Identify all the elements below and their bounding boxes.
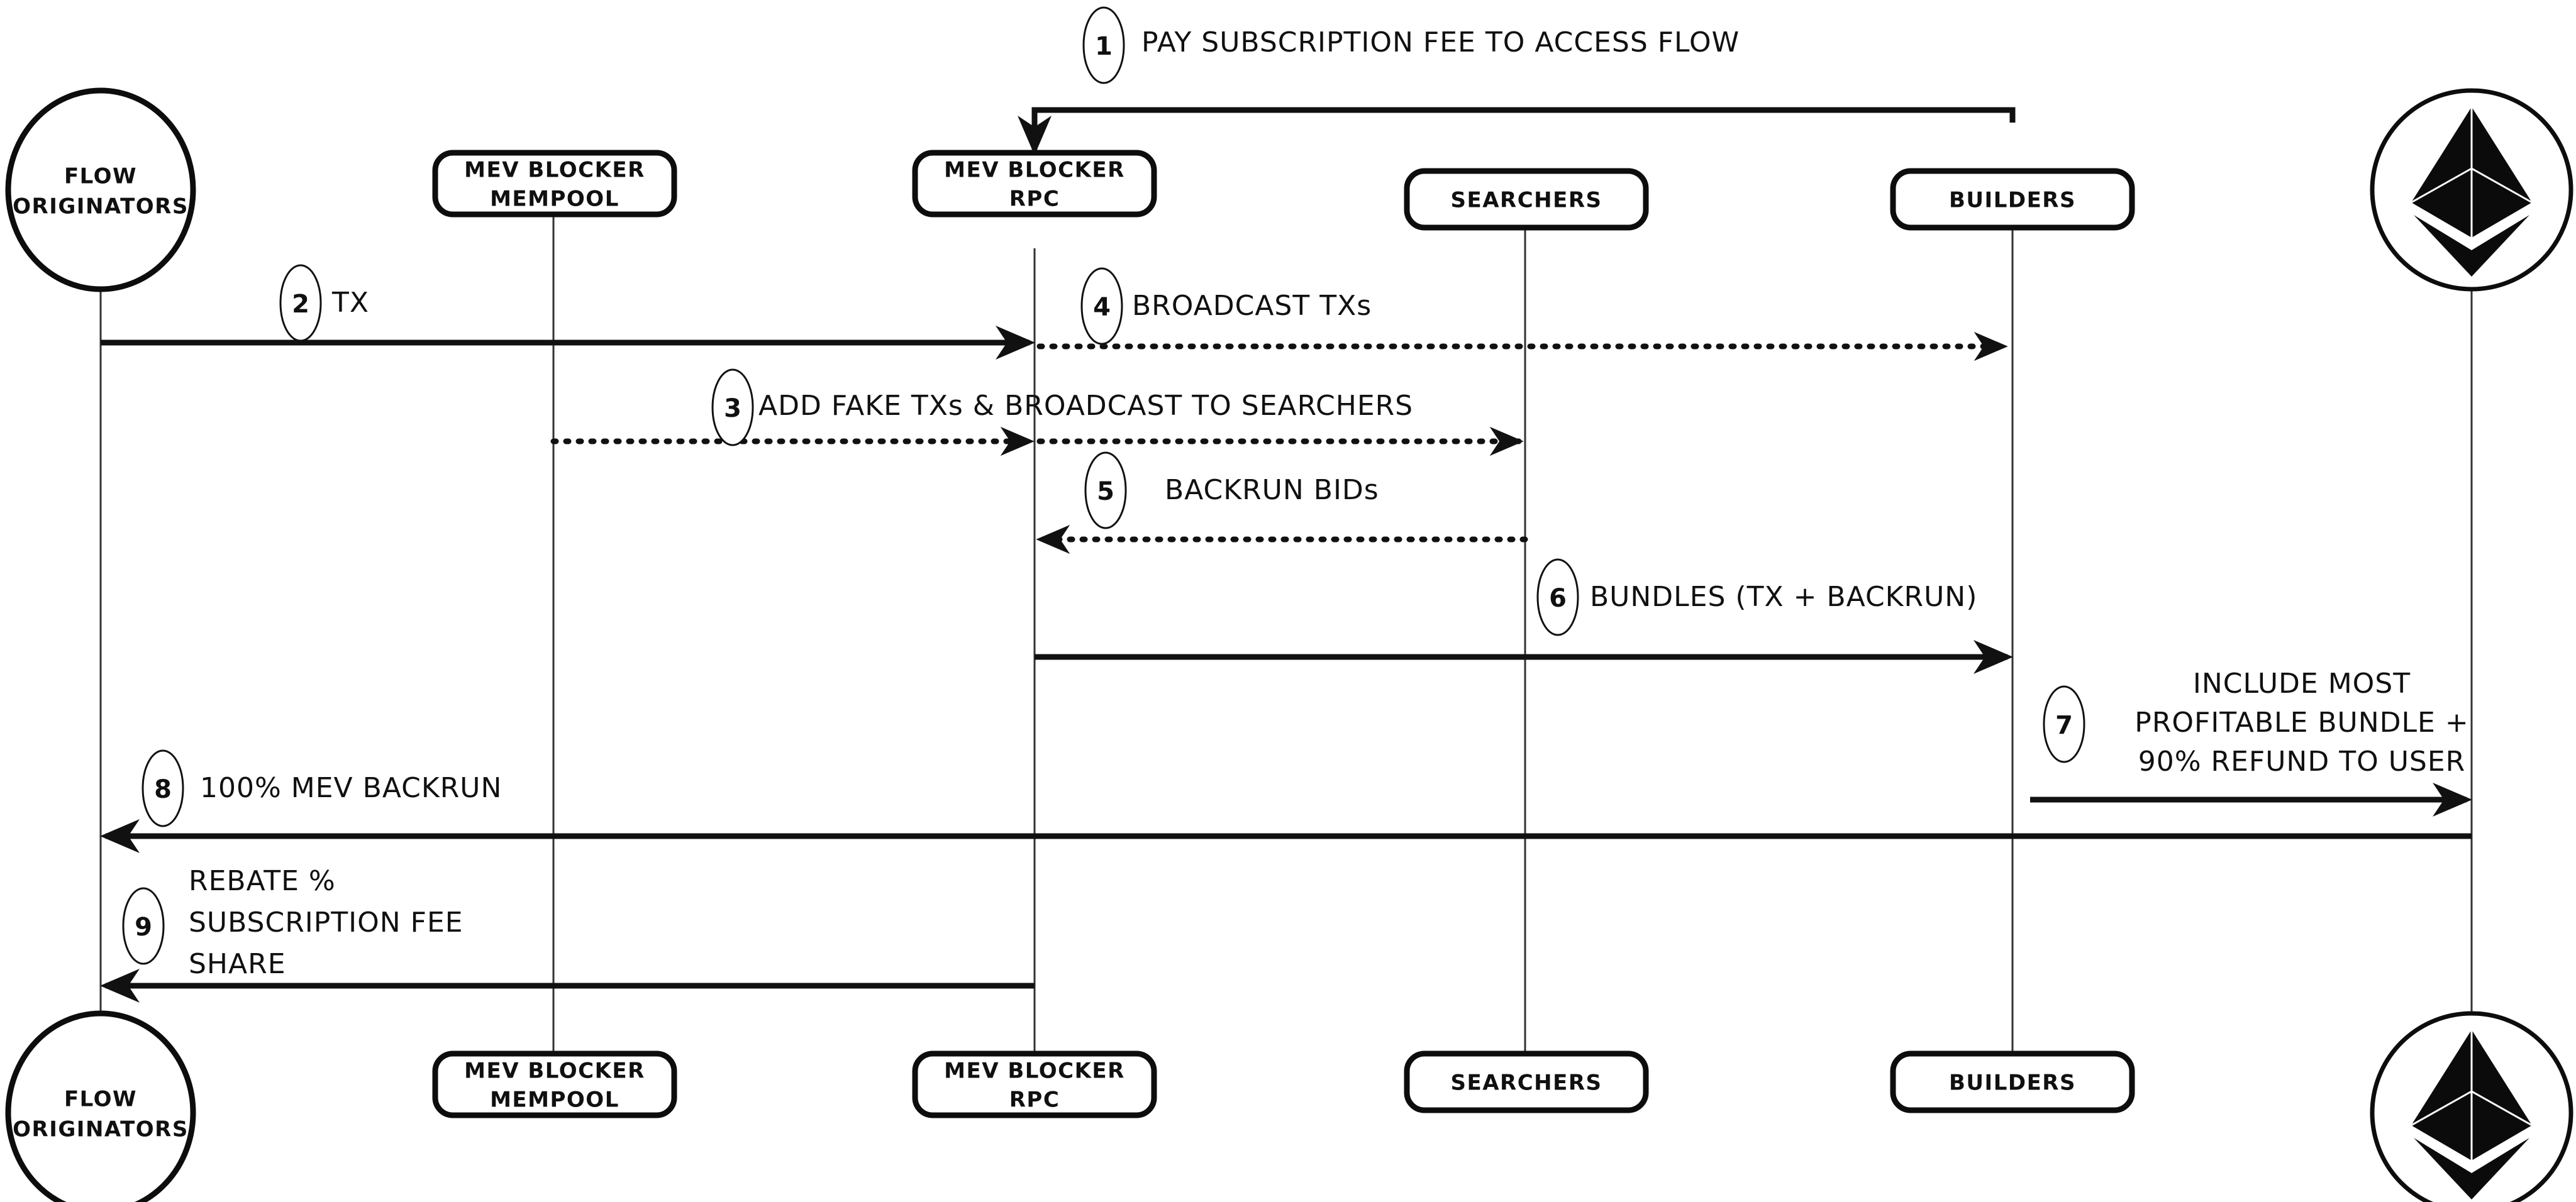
- participant-flow-originators-bottom[interactable]: FLOW ORIGINATORS: [5, 1010, 196, 1202]
- participant-ethereum-top[interactable]: [2370, 88, 2573, 292]
- message-label-step-9: REBATE % SUBSCRIPTION FEE SHARE: [189, 865, 464, 980]
- step-marker-1: 1: [1082, 6, 1125, 84]
- step-marker-2: 2: [279, 264, 322, 342]
- searchers-shape: [1404, 168, 1649, 231]
- step-marker-1-number: 1: [1095, 32, 1113, 61]
- message-label-step-7-line-1: INCLUDE MOST: [2193, 668, 2411, 700]
- step-marker-4-number: 4: [1093, 293, 1111, 322]
- lifelines: [99, 182, 2473, 1054]
- step-marker-6: 6: [1536, 558, 1579, 636]
- participant-ethereum-bottom[interactable]: [2370, 1011, 2573, 1202]
- ethereum-logo-icon-bottom: [2411, 1030, 2533, 1199]
- step-marker-2-number: 2: [292, 290, 309, 319]
- participant-flow-originators-top[interactable]: FLOW ORIGINATORS: [5, 87, 196, 292]
- step-marker-4: 4: [1080, 267, 1123, 345]
- flow-originators-shape-bottom: [5, 1010, 196, 1202]
- builders-label-bottom: BUILDERS: [1949, 1071, 2076, 1096]
- mev-blocker-rpc-label-line1: MEV BLOCKER: [944, 158, 1125, 183]
- mev-blocker-mempool-label-line1: MEV BLOCKER: [464, 158, 645, 183]
- flow-originators-label-line2: ORIGINATORS: [13, 194, 189, 219]
- mev-blocker-rpc-shape-bottom: [912, 1050, 1157, 1118]
- message-label-step-8: 100% MEV BACKRUN: [200, 772, 502, 804]
- mev-blocker-mempool-shape: [432, 150, 677, 218]
- participant-mev-blocker-mempool-top[interactable]: MEV BLOCKER MEMPOOL: [432, 150, 677, 218]
- message-label-step-7: INCLUDE MOST PROFITABLE BUNDLE + 90% REF…: [2135, 668, 2468, 778]
- message-label-step-3: ADD FAKE TXs & BROADCAST TO SEARCHERS: [758, 390, 1413, 422]
- participant-builders-top[interactable]: BUILDERS: [1890, 168, 2135, 231]
- step-marker-8-number: 8: [154, 775, 172, 804]
- builders-shape: [1890, 168, 2135, 231]
- builders-label: BUILDERS: [1949, 188, 2076, 213]
- searchers-shape-bottom: [1404, 1050, 1649, 1113]
- mev-blocker-mempool-label-line2: MEMPOOL: [490, 187, 619, 212]
- participant-mev-blocker-mempool-bottom[interactable]: MEV BLOCKER MEMPOOL: [432, 1050, 677, 1118]
- flow-originators-label-line1: FLOW: [64, 164, 137, 189]
- searchers-label-bottom: SEARCHERS: [1450, 1071, 1602, 1096]
- participant-builders-bottom[interactable]: BUILDERS: [1890, 1050, 2135, 1113]
- step-marker-7-number: 7: [2055, 711, 2073, 740]
- message-label-step-9-line-3: SHARE: [189, 948, 286, 980]
- message-label-step-7-line-3: 90% REFUND TO USER: [2138, 746, 2465, 778]
- step-marker-9: 9: [122, 887, 165, 965]
- step-marker-6-number: 6: [1549, 584, 1567, 613]
- message-label-step-1: PAY SUBSCRIPTION FEE TO ACCESS FLOW: [1141, 26, 1740, 58]
- mev-blocker-rpc-label-line1-bottom: MEV BLOCKER: [944, 1059, 1125, 1084]
- participant-mev-blocker-rpc-top[interactable]: MEV BLOCKER RPC: [912, 150, 1157, 218]
- step-marker-8: 8: [142, 749, 184, 827]
- mev-blocker-mempool-label-line1-bottom: MEV BLOCKER: [464, 1059, 645, 1084]
- step-marker-5: 5: [1084, 451, 1127, 529]
- arrow-step-1-pay-subscription-fee: [1018, 107, 2016, 155]
- mev-blocker-mempool-label-line2-bottom: MEMPOOL: [490, 1088, 619, 1113]
- participant-mev-blocker-rpc-bottom[interactable]: MEV BLOCKER RPC: [912, 1050, 1157, 1118]
- builders-shape-bottom: [1890, 1050, 2135, 1113]
- mev-blocker-mempool-shape-bottom: [432, 1050, 677, 1118]
- step-marker-3-number: 3: [724, 394, 741, 423]
- flow-originators-shape: [5, 87, 196, 292]
- participant-searchers-top[interactable]: SEARCHERS: [1404, 168, 1649, 231]
- step-marker-5-number: 5: [1097, 477, 1114, 506]
- message-label-step-9-line-1: REBATE %: [189, 865, 336, 897]
- message-label-step-6: BUNDLES (TX + BACKRUN): [1590, 581, 1977, 613]
- mev-blocker-rpc-label-line2: RPC: [1009, 187, 1060, 212]
- message-label-step-2: TX: [331, 287, 369, 319]
- step-marker-9-number: 9: [135, 913, 152, 942]
- step-marker-3: 3: [711, 368, 754, 446]
- message-label-step-5: BACKRUN BIDs: [1165, 474, 1379, 506]
- participant-searchers-bottom[interactable]: SEARCHERS: [1404, 1050, 1649, 1113]
- step-marker-7: 7: [2043, 685, 2085, 763]
- flow-originators-label-line1-bottom: FLOW: [64, 1087, 137, 1112]
- flow-originators-label-line2-bottom: ORIGINATORS: [13, 1117, 189, 1142]
- message-label-step-7-line-2: PROFITABLE BUNDLE +: [2135, 707, 2468, 739]
- mev-blocker-rpc-label-line2-bottom: RPC: [1009, 1088, 1060, 1113]
- message-label-step-4: BROADCAST TXs: [1132, 290, 1372, 322]
- message-label-step-9-line-2: SUBSCRIPTION FEE: [189, 907, 464, 939]
- ethereum-logo-icon: [2411, 107, 2533, 277]
- searchers-label: SEARCHERS: [1450, 188, 1602, 213]
